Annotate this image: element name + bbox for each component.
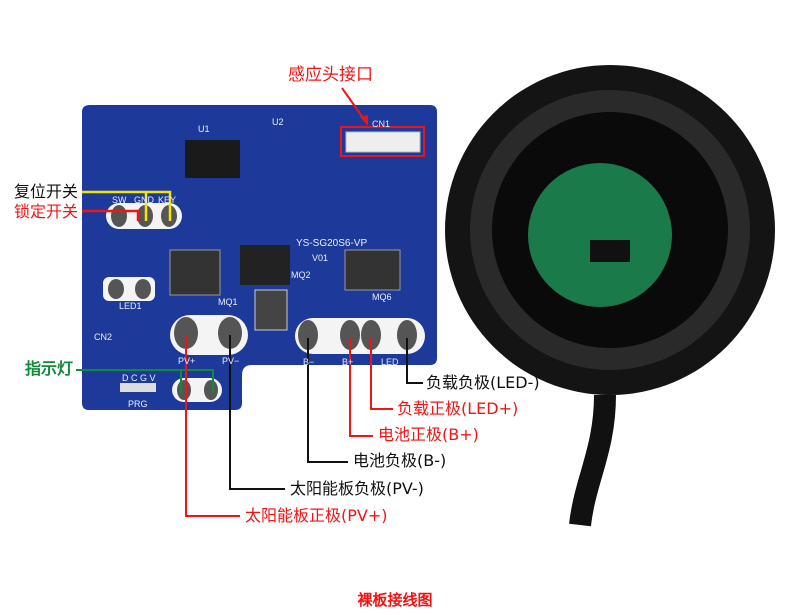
label-pv-pos: 太阳能板正极(PV+): [245, 506, 388, 525]
label-pv-neg: 太阳能板负极(PV-): [290, 479, 424, 498]
label-sensor-port: 感应头接口: [288, 65, 373, 85]
silk-pv-minus: PV−: [222, 356, 240, 366]
pv-pos-line: [185, 335, 240, 517]
label-reset-switch: 复位开关: [14, 182, 79, 201]
load-pos-line: [370, 338, 393, 410]
silk-b-minus: B−: [303, 357, 315, 367]
pv-neg-line: [229, 335, 285, 490]
sensor-pcb: [528, 163, 672, 307]
silk-cn1: CN1: [372, 119, 391, 129]
load-neg-line: [406, 338, 423, 384]
mq6-mosfet: [344, 249, 401, 291]
bat-neg-line: [307, 338, 348, 463]
lock-switch-line: [82, 209, 140, 221]
prg-header: [120, 383, 156, 392]
mq5-chip: [254, 289, 288, 331]
silk-dcgv: D C G V: [122, 373, 156, 383]
diagram-title: 裸板接线图: [357, 591, 433, 609]
label-load-pos: 负载正极(LED+): [397, 399, 519, 418]
mq2-mosfet: [240, 245, 290, 285]
bat-pos-line: [349, 338, 373, 437]
cn1-highlight-box: [340, 126, 425, 157]
cn1-connector: [345, 131, 421, 153]
silk-key: KEY: [158, 195, 177, 205]
label-indicator: 指示灯: [25, 359, 74, 378]
silk-sw: SW: [112, 195, 127, 205]
reset-switch-line: [82, 190, 172, 221]
battery-load-pad-area: [295, 318, 425, 354]
silk-model: YS-SG20S6-VP: [296, 238, 368, 249]
silk-mq2: MQ2: [291, 270, 311, 280]
silk-mq1: MQ1: [218, 297, 238, 307]
silk-gnd: GND: [134, 195, 154, 205]
u1-chip: [185, 140, 240, 178]
silk-u1: U1: [198, 124, 210, 134]
silk-led1: LED1: [119, 301, 142, 311]
sensor-cable: [569, 394, 616, 527]
label-lock-switch: 锁定开关: [14, 202, 79, 221]
silk-u2: U2: [272, 117, 284, 127]
silk-version: V01: [312, 253, 329, 263]
mq1-mosfet: [169, 249, 221, 296]
label-bat-neg: 电池负极(B-): [353, 451, 447, 470]
silk-b-plus: B+: [342, 357, 354, 367]
silk-pv-plus: PV+: [178, 356, 196, 366]
pad-sw: [111, 205, 127, 227]
label-load-neg: 负载负极(LED-): [426, 373, 540, 392]
silk-prg: PRG: [128, 399, 148, 409]
silk-cn2: CN2: [94, 332, 113, 342]
silk-led: LED: [381, 357, 399, 367]
label-bat-pos: 电池正极(B+): [378, 425, 479, 444]
sensor-port-arrow: [341, 87, 367, 123]
silk-mq6: MQ6: [372, 292, 392, 302]
